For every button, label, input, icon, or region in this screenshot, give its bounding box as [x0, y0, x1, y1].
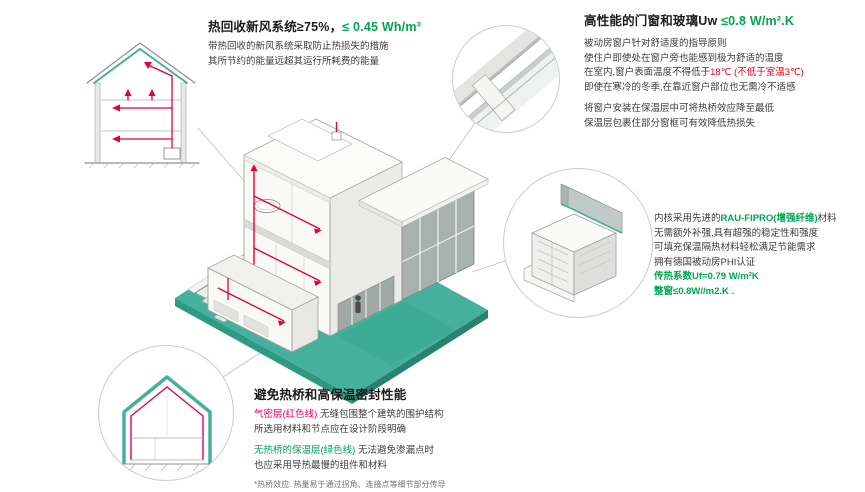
airtight-layer-line: [130, 386, 204, 460]
hrv-unit: [163, 147, 181, 160]
hrv-house-diagram: [84, 42, 200, 168]
hrv-title-main: 热回收新风系统≥75%，: [208, 20, 343, 34]
windows-title: 高性能的门窗和玻璃Uw ≤0.8 W/m².K: [584, 10, 804, 29]
thermal-p2-line-2: 也应采用导热最慢的组件和材料: [254, 459, 388, 471]
hrv-section: 热回收新风系统≥75%，≤ 0.45 Wh/m³ 带热回收的新风系统采取防止热损…: [208, 16, 421, 69]
window-profile-3d: [523, 183, 623, 303]
leader-line-thermal: [222, 348, 267, 378]
hrv-line-1: 带热回收的新风系统采取防止热损失的措施: [208, 41, 389, 52]
insulation-layer-text: 无法避免渗漏点时: [355, 445, 434, 456]
thermal-title: 避免热桥和高保温密封性能: [254, 388, 407, 402]
thermal-footnote: *热桥效应: 热量易于通过拐角、连接点等细节部分传导: [254, 480, 446, 489]
gasket-line: [560, 203, 623, 234]
profile-material-suffix: 材料: [817, 213, 837, 224]
windows-temp-value: 18℃: [710, 67, 732, 78]
thermal-section: 避免热桥和高保温密封性能 气密层(红色线) 无缝包围整个建筑的围护结构 所选用材…: [254, 384, 446, 492]
profile-line-2: 无需额外补强,具有超强的稳定性和强度: [654, 227, 819, 239]
main-roof: [242, 118, 404, 204]
thermal-bridge-circle: [98, 345, 234, 481]
windows-temp-text: 在室内,窗户表面温度不得低于: [584, 67, 711, 78]
windows-p1-line-4: 即使在寒冷的冬季,在靠近窗户部位也无需冷不适感: [584, 81, 796, 93]
profile-line-3: 可填充保温隔热材料轻松满足节能需求: [654, 242, 816, 253]
windows-section: 高性能的门窗和玻璃Uw ≤0.8 W/m².K 被动房窗户针对舒适度的指导原则 …: [584, 10, 804, 131]
profile-uw-value: 整窗≤0.8W//m2.K .: [654, 285, 735, 297]
thermal-bridge-diagram: [109, 375, 225, 472]
profile-uf-value: 传热系数Uf=0.79 W/m²K: [654, 271, 759, 282]
roof-vent: [331, 131, 342, 141]
window-corner-detail: [453, 26, 559, 132]
profile-material-name: RAU-FIPRO(增强纤维): [720, 213, 818, 224]
profile-line-1: 内核采用先进的RAU-FIPRO(增强纤维)材料: [654, 212, 837, 227]
airtight-layer-text: 无缝包围整个建筑的围护结构: [317, 409, 444, 420]
hrv-title: 热回收新风系统≥75%，≤ 0.45 Wh/m³: [208, 16, 421, 35]
windows-p2-line-1: 将窗户安装在保温层中可将热桥效应降至最低: [584, 103, 775, 114]
windows-p1-line-3: 在室内,窗户表面温度不得低于18℃ (不低于室温3℃): [584, 66, 804, 81]
airtight-layer-label: 气密层(红色线): [254, 409, 318, 420]
hrv-body: 带热回收的新风系统采取防止热损失的措施 其所节约的能量远超其运行所耗费的能量: [208, 40, 421, 69]
roof-insulation-line: [93, 47, 188, 84]
flat-roof: [358, 157, 489, 228]
windows-body: 被动房窗户针对舒适度的指导原则 使住户即使处在窗户旁也能感到极为舒适的温度 在室…: [584, 37, 804, 131]
hrv-title-value: ≤ 0.45 Wh/m³: [342, 20, 421, 34]
glass-door: [337, 275, 395, 333]
windows-temp-note: (不低于室温3℃): [731, 67, 804, 78]
windows-p1-line-2: 使住户即使处在窗户旁也能感到极为舒适的温度: [584, 52, 784, 64]
house-cutaway: [207, 118, 489, 353]
profile-line-4: 拥有德国被动房PHI认证: [654, 256, 756, 268]
hrv-ducts: [117, 64, 173, 149]
leader-line-hrv: [197, 127, 253, 191]
windows-title-main: 高性能的门窗和玻璃Uw: [584, 14, 722, 28]
profile-core-text: 内核采用先进的: [654, 213, 721, 224]
skylight-panel: [267, 118, 353, 162]
window-corner-circle: [452, 25, 560, 133]
hrv-arrowheads: [112, 62, 156, 143]
thermal-p1-line-1: 气密层(红色线) 无缝包围整个建筑的围护结构: [254, 408, 446, 423]
profile-section: 内核采用先进的RAU-FIPRO(增强纤维)材料 无需额外补强,具有超强的稳定性…: [654, 212, 837, 299]
window-profile-circle: [503, 168, 653, 318]
windows-p2-line-2: 保温层包裹住部分窗框可有效降低热损失: [584, 117, 756, 129]
thermal-body: 气密层(红色线) 无缝包围整个建筑的围护结构 所选用材料和节点应在设计阶段明确 …: [254, 408, 446, 492]
leader-line-profile: [471, 260, 506, 273]
thermal-p2-line-1: 无热桥的保温层(绿色线) 无法避免渗漏点时: [254, 444, 446, 459]
hrv-line-2: 其所节约的能量远超其运行所耗费的能量: [208, 55, 380, 67]
insulation-layer-line: [122, 375, 212, 464]
windows-p1-line-1: 被动房窗户针对舒适度的指导原则: [584, 38, 727, 49]
person-figure: [355, 295, 361, 313]
insulation-layer-label: 无热桥的保温层(绿色线): [254, 445, 356, 456]
ground-floor-extension: [207, 254, 319, 353]
windows-title-value: ≤0.8 W/m².K: [721, 14, 795, 28]
thermal-p1-line-2: 所选用材料和节点应在设计阶段明确: [254, 423, 407, 435]
